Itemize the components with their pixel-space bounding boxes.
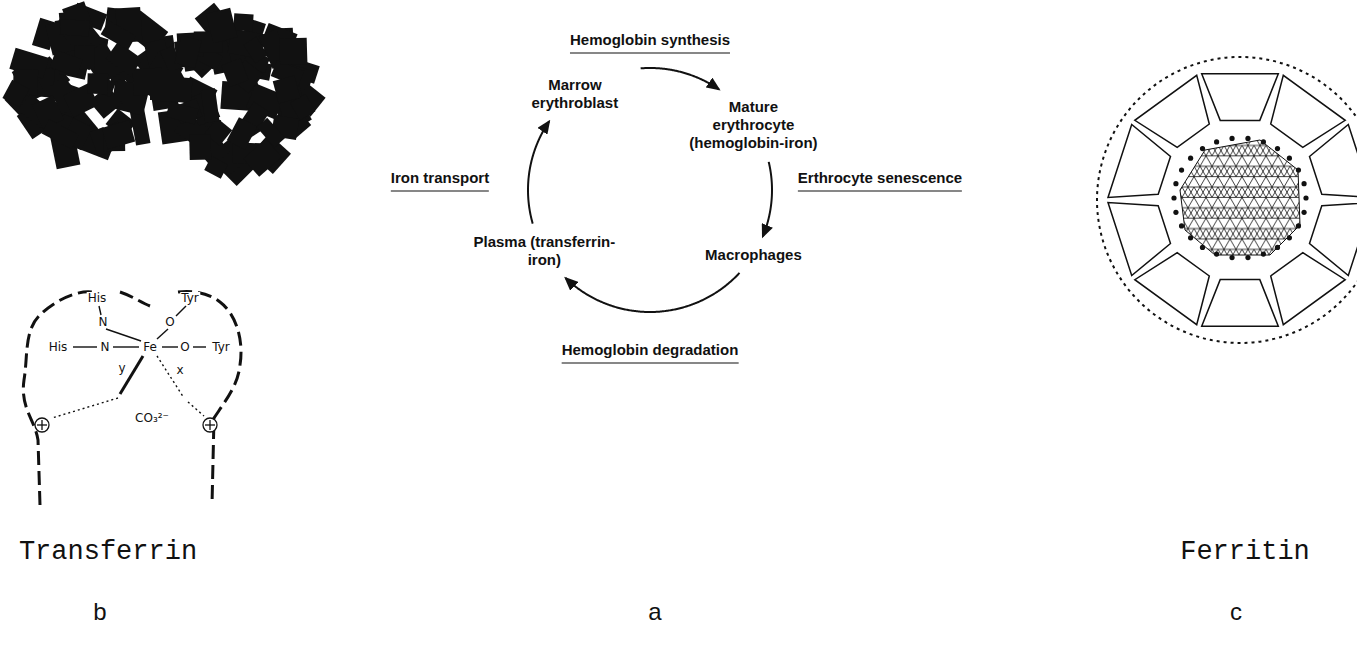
stage-text: Mature erythrocyte (hemoglobin-iron) bbox=[688, 98, 818, 152]
stage-text: Macrophages bbox=[705, 246, 802, 264]
bond-lines bbox=[52, 306, 206, 418]
process-label: Iron transport bbox=[391, 169, 489, 192]
binding-site-outline bbox=[23, 291, 241, 505]
cycle-arrow bbox=[528, 121, 549, 223]
bond-label: y bbox=[117, 362, 126, 374]
cycle-arrow bbox=[763, 162, 772, 237]
iron-dots bbox=[1171, 136, 1308, 260]
cycle-stage: Macrophages bbox=[702, 244, 805, 266]
stage-text: Plasma (transferrin-iron) bbox=[469, 233, 619, 269]
panel-title: Transferrin bbox=[19, 537, 197, 567]
cycle-arrow bbox=[566, 273, 740, 312]
ferritin-outer-shell bbox=[1097, 57, 1357, 343]
ferritin-subunits bbox=[1108, 74, 1357, 327]
panel-letter: a bbox=[648, 598, 661, 626]
cycle-arrow bbox=[641, 68, 719, 89]
panel-letter: c bbox=[1230, 598, 1242, 626]
atom-symbol: N bbox=[98, 316, 109, 328]
atom-symbol: O bbox=[179, 341, 190, 353]
atom-symbol: N bbox=[100, 341, 111, 353]
bond-label: x bbox=[175, 364, 184, 376]
cycle-stage: Marrow erythroblast bbox=[517, 74, 633, 114]
residue-name: His bbox=[48, 341, 69, 353]
residue-name: His bbox=[87, 292, 108, 304]
process-label: Erthrocyte senescence bbox=[798, 169, 962, 192]
stage-text: Marrow erythroblast bbox=[520, 76, 630, 112]
cycle-stage: Plasma (transferrin-iron) bbox=[466, 231, 622, 271]
atom-symbol: O bbox=[164, 316, 175, 328]
panel-letter: b bbox=[93, 598, 106, 626]
positive-charge bbox=[35, 418, 217, 432]
iron-core-lattice bbox=[1170, 130, 1310, 270]
residue-name: Tyr bbox=[180, 292, 200, 304]
process-label: Hemoglobin degradation bbox=[562, 341, 739, 364]
process-label: Hemoglobin synthesis bbox=[570, 31, 730, 54]
transferrin-silhouette bbox=[2, 1, 325, 186]
metal-atom: Fe bbox=[142, 341, 158, 353]
iron-core-outline bbox=[1180, 140, 1300, 255]
cycle-stage: Mature erythrocyte (hemoglobin-iron) bbox=[685, 96, 821, 154]
panel-title: Ferritin bbox=[1180, 537, 1310, 567]
residue-name: Tyr bbox=[211, 341, 231, 353]
anion-formula: CO₃²⁻ bbox=[134, 412, 170, 424]
